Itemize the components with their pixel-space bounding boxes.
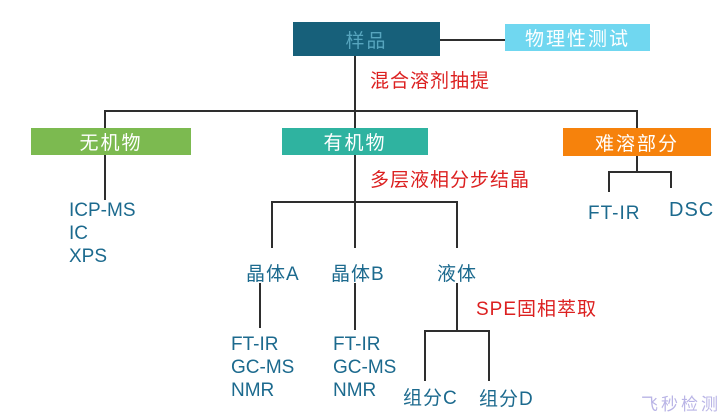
watermark-feimiao-jiance: 飞秒检测 [641,395,721,414]
connector-drop-fraction-d [488,330,490,381]
process-label-crystallization: 多层液相分步结晶 [370,170,531,191]
method-gcms-b: GC-MS [333,357,397,378]
node-physical-test-label: 物理性测试 [524,29,630,50]
connector-drop-crystal-a [271,201,273,248]
method-ftir-a: FT-IR [231,334,279,355]
method-icp-ms: ICP-MS [69,200,136,221]
connector-inorganic-down [104,155,106,200]
method-gcms-a: GC-MS [231,357,295,378]
connector-crystal-branch-horizontal [271,201,458,203]
crystal-a-method-list: FT-IR GC-MS NMR [231,333,294,402]
connector-organic-down [354,155,356,202]
connector-drop-ftir [608,171,610,192]
connector-drop-organic [354,110,356,128]
leaf-fraction-c: 组分C [403,388,458,409]
method-ftir-b: FT-IR [333,334,381,355]
leaf-crystal-a: 晶体A [246,264,300,285]
node-inorganic: 无机物 [31,128,191,155]
node-insoluble: 难溶部分 [563,128,711,156]
node-insoluble-label: 难溶部分 [594,133,679,155]
node-inorganic-label: 无机物 [79,133,143,154]
connector-sample-physical [440,39,505,41]
node-organic: 有机物 [282,128,428,155]
connector-fraction-branch-horizontal [424,330,490,332]
connector-crystal-b-down [354,283,356,330]
node-organic-label: 有机物 [323,133,387,154]
connector-liquid-down [456,283,458,331]
leaf-insoluble-ftir: FT-IR [588,203,641,224]
connector-drop-inorganic [104,110,106,128]
connector-insoluble-branch-horizontal [608,171,672,173]
connector-drop-liquid [456,201,458,248]
process-label-extraction: 混合溶剂抽提 [370,71,491,92]
connector-drop-crystal-b [354,201,356,248]
method-xps: XPS [69,246,108,267]
method-nmr-b: NMR [333,380,377,401]
connector-sample-down [354,56,356,111]
crystal-b-method-list: FT-IR GC-MS NMR [333,333,396,402]
leaf-crystal-b: 晶体B [331,264,385,285]
leaf-fraction-d: 组分D [479,389,534,410]
node-physical-test: 物理性测试 [505,24,650,51]
connector-drop-dsc [670,171,672,188]
inorganic-method-list: ICP-MS IC XPS [69,199,136,268]
method-nmr-a: NMR [231,380,275,401]
node-sample-label: 样品 [345,30,388,52]
connector-drop-fraction-c [424,330,426,381]
connector-crystal-a-down [259,283,261,328]
connector-main-horizontal [104,110,638,112]
leaf-liquid: 液体 [437,264,478,285]
method-ic: IC [69,223,88,244]
connector-insoluble-down [636,156,638,172]
leaf-insoluble-dsc: DSC [669,199,715,221]
process-label-spe: SPE固相萃取 [476,299,598,320]
connector-drop-insoluble [636,110,638,128]
node-sample: 样品 [293,22,440,56]
